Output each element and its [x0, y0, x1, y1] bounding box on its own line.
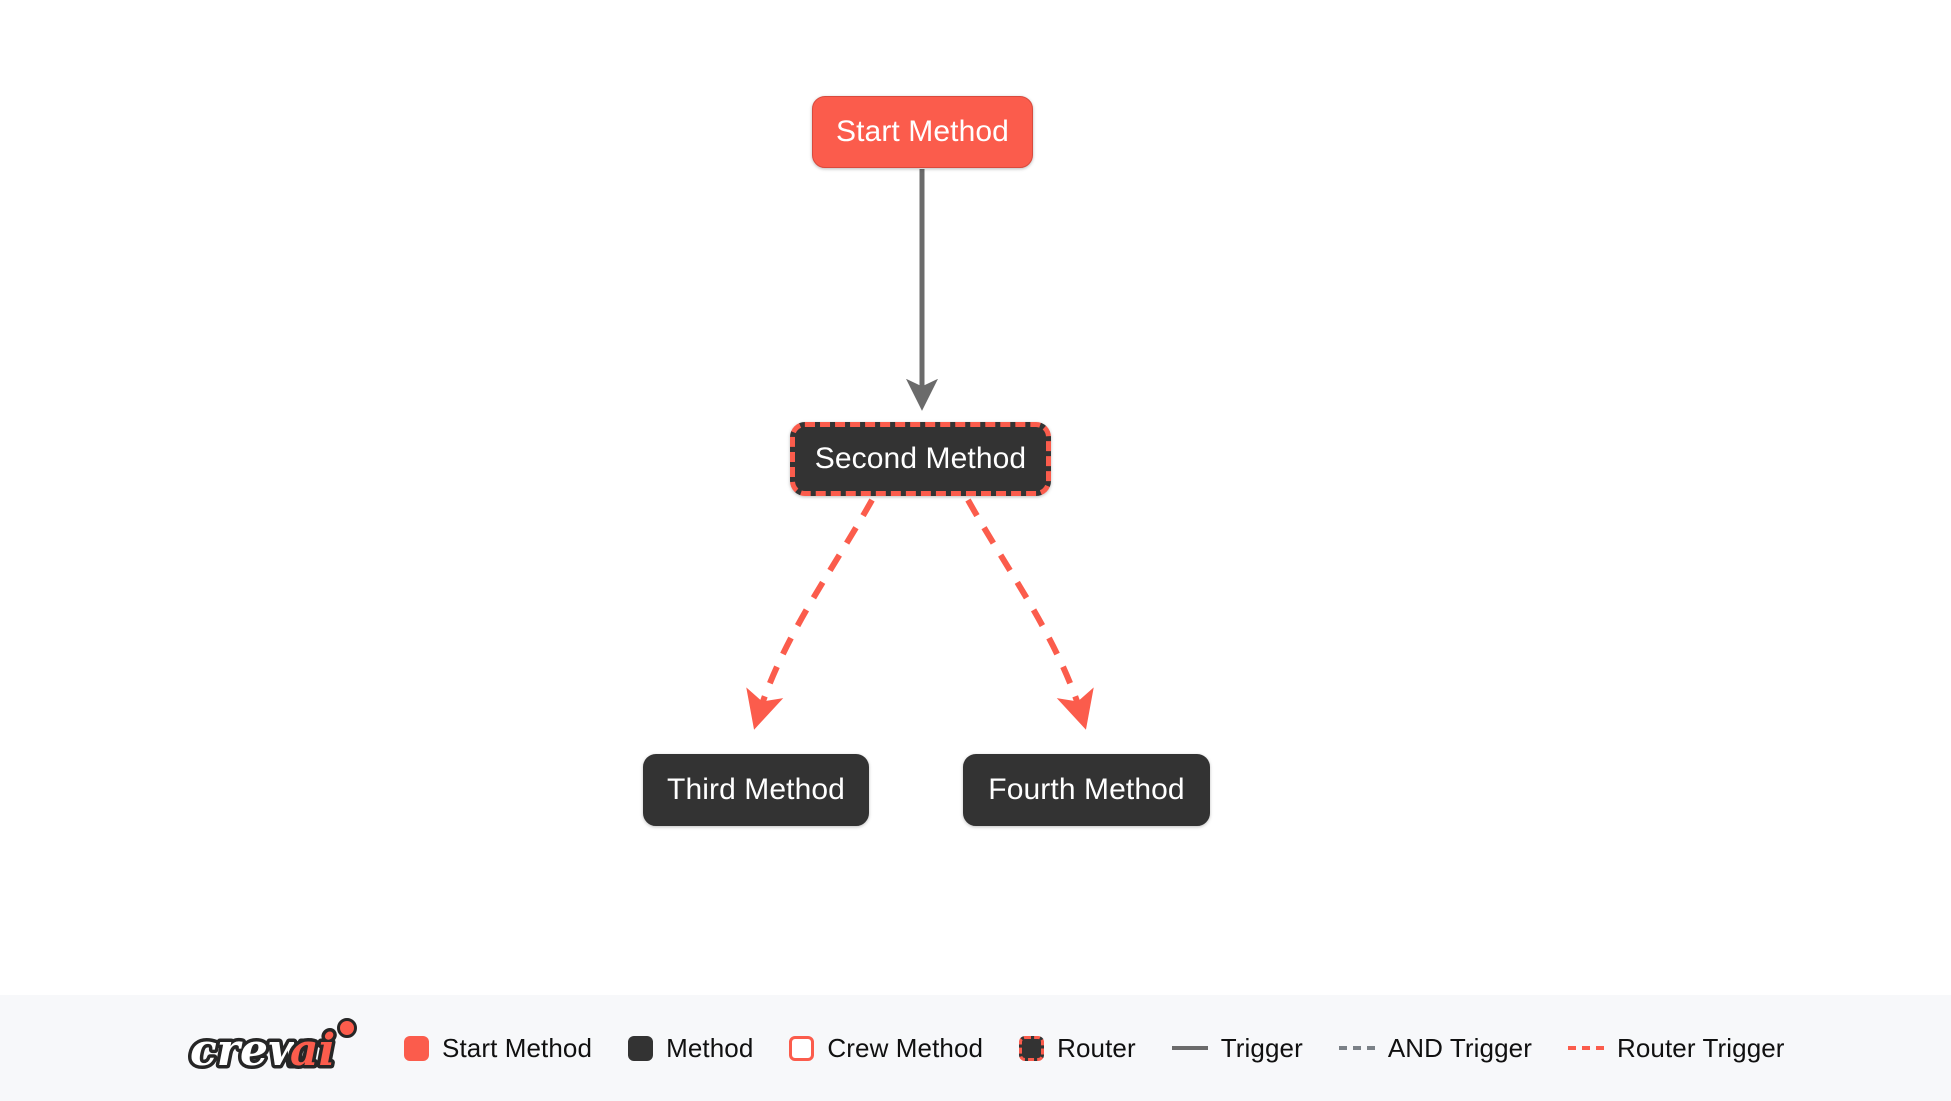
legend-label: Router: [1057, 1032, 1136, 1063]
edge-second-to-third: [746, 498, 875, 730]
legend-bar: crew ai Start Method Method Crew Method …: [0, 995, 1951, 1101]
legend-item-start-method: Start Method: [404, 1033, 592, 1064]
node-fourth-method[interactable]: Fourth Method: [963, 754, 1210, 826]
node-start-method[interactable]: Start Method: [812, 96, 1033, 168]
router-trigger-line: [1567, 1046, 1604, 1050]
node-label: Third Method: [667, 773, 845, 806]
node-third-method[interactable]: Third Method: [643, 754, 869, 826]
legend-item-router: Router: [1019, 1033, 1136, 1064]
legend-label: Crew Method: [827, 1032, 984, 1063]
edge-second-to-fourth: [965, 498, 1094, 730]
legend-label: Start Method: [442, 1032, 593, 1063]
legend-label: AND Trigger: [1387, 1032, 1532, 1063]
svg-text:crew: crew: [190, 1025, 308, 1076]
legend-item-router-trigger: Router Trigger: [1567, 1032, 1785, 1064]
node-label: Fourth Method: [988, 773, 1185, 806]
method-swatch: [628, 1035, 654, 1061]
router-swatch: [1019, 1035, 1045, 1061]
legend-label: Trigger: [1220, 1032, 1303, 1063]
crewai-logo: crew ai: [187, 1018, 357, 1079]
node-label: Second Method: [814, 442, 1027, 475]
legend-item-crew-method: Crew Method: [789, 1033, 983, 1064]
node-second-method[interactable]: Second Method: [790, 422, 1051, 496]
node-label: Start Method: [836, 115, 1009, 148]
start-method-swatch: [404, 1035, 429, 1061]
svg-text:ai: ai: [290, 1025, 335, 1076]
legend-label: Router Trigger: [1616, 1032, 1785, 1063]
legend-item-trigger: Trigger: [1171, 1032, 1303, 1064]
crew-method-swatch: [789, 1035, 815, 1061]
legend-label: Method: [666, 1032, 754, 1063]
legend-item-method: Method: [628, 1033, 753, 1064]
and-trigger-line: [1338, 1046, 1375, 1050]
trigger-line: [1171, 1046, 1208, 1050]
legend-item-and-trigger: AND Trigger: [1338, 1032, 1532, 1064]
flow-canvas[interactable]: Start Method Second Method Third Method …: [0, 0, 1951, 995]
